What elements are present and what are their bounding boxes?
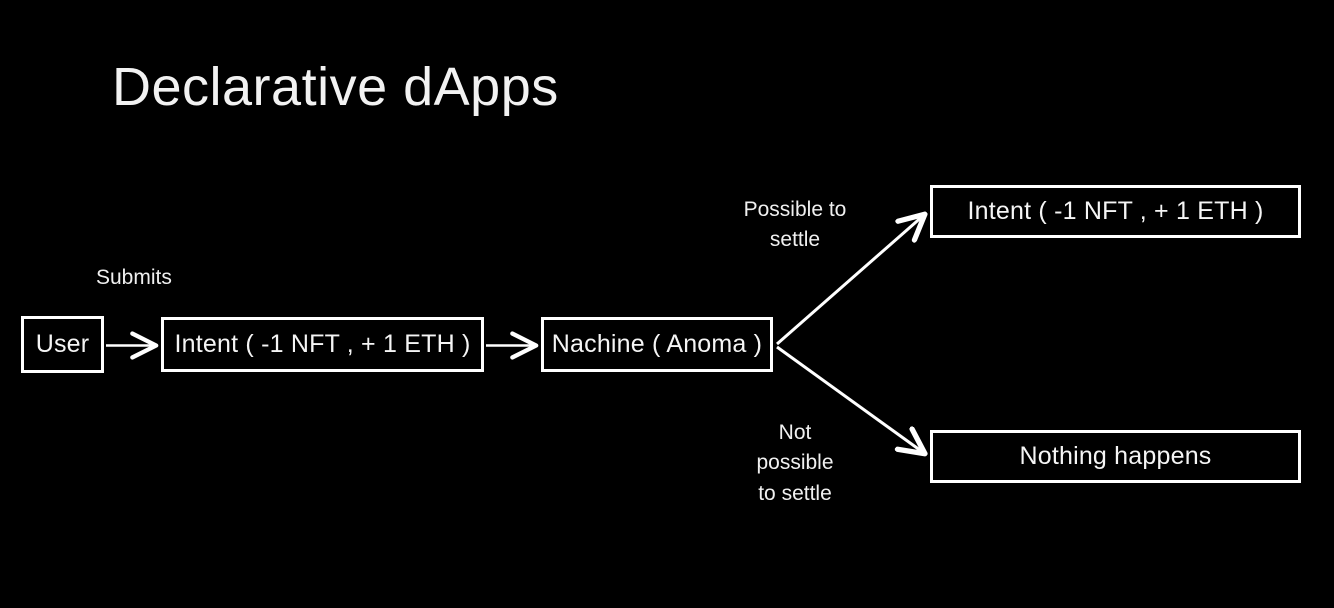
edge-label-submits: Submits	[96, 266, 172, 289]
page-title: Declarative dApps	[112, 57, 559, 117]
node-machine-anoma: Nachine ( Anoma )	[541, 317, 773, 372]
node-user: User	[21, 316, 104, 373]
edge-label-possible-to-settle: Possible to settle	[743, 198, 847, 252]
edge-label-not-possible-to-settle: Not possible to settle	[756, 421, 834, 505]
node-intent-input: Intent ( -1 NFT , + 1 ETH )	[161, 317, 484, 372]
node-intent-settled: Intent ( -1 NFT , + 1 ETH )	[930, 185, 1301, 238]
node-nothing-happens: Nothing happens	[930, 430, 1301, 483]
